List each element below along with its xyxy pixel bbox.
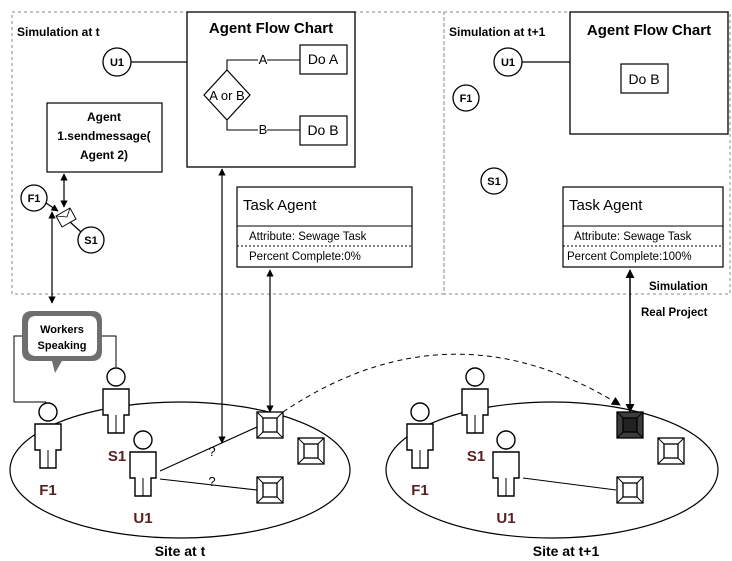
right-s1-label: S1 [487, 176, 500, 188]
right-task-percent: Percent Complete:100% [567, 251, 692, 263]
left-u1-person-label: U1 [133, 510, 152, 527]
left-flow-chart-title: Agent Flow Chart [209, 20, 333, 37]
envelope-icon [55, 207, 77, 228]
agent-box-line3: Agent 2) [80, 148, 128, 162]
branch-b-label: B [259, 122, 268, 137]
right-site-ellipse [385, 401, 719, 539]
do-b-label: Do B [307, 122, 338, 138]
left-s1-node [77, 226, 105, 254]
branch-a-label: A [259, 52, 268, 67]
left-task-icon-2 [297, 437, 325, 465]
right-site-caption: Site at t+1 [533, 543, 600, 559]
left-worker-u1 [129, 430, 157, 497]
left-s1-person-label: S1 [108, 448, 126, 465]
left-worker-s1 [102, 367, 130, 434]
right-f1-node [452, 84, 480, 112]
right-worker-u1 [492, 430, 520, 497]
right-worker-s1 [461, 367, 489, 434]
right-simulation-panel [443, 11, 731, 295]
do-b-box [299, 115, 348, 146]
left-task-attribute: Attribute: Sewage Task [249, 231, 367, 243]
decision-label: A or B [209, 88, 244, 103]
right-do-b-label: Do B [628, 71, 659, 87]
left-s1-label: S1 [84, 235, 97, 247]
right-u1-person-label: U1 [496, 510, 515, 527]
agent-box-line2: 1.sendmessage( [57, 129, 150, 143]
right-do-b-box [620, 63, 669, 94]
question-mark-upper: ? [208, 444, 215, 459]
left-f1-person-label: F1 [39, 482, 57, 499]
agent-message-box [46, 102, 163, 173]
right-task-attribute: Attribute: Sewage Task [574, 231, 692, 243]
left-u1-label: U1 [110, 57, 124, 69]
right-panel-title: Simulation at t+1 [449, 25, 546, 39]
right-u1-label: U1 [501, 57, 515, 69]
do-a-label: Do A [308, 51, 339, 67]
speech-line1: Workers [40, 324, 84, 336]
left-task-agent-title: Task Agent [243, 197, 317, 214]
right-task-agent-box [562, 186, 724, 268]
speech-line2: Speaking [38, 340, 87, 352]
right-f1-label: F1 [460, 93, 473, 105]
left-panel-title: Simulation at t [17, 25, 100, 39]
left-task-percent: Percent Complete:0% [249, 251, 361, 263]
transition-curve [282, 353, 621, 413]
question-mark-lower: ? [208, 474, 215, 489]
right-task-agent-title: Task Agent [569, 197, 643, 214]
speech-bubble [22, 311, 102, 373]
left-task-icon-3 [256, 476, 284, 504]
left-site-ellipse [9, 401, 351, 539]
do-a-box [299, 44, 348, 75]
right-task-icon-3 [616, 476, 644, 504]
agent-box-line1: Agent [87, 110, 121, 124]
right-s1-node [480, 167, 508, 195]
right-task-icon-done [616, 411, 644, 439]
left-f1-node [20, 184, 48, 212]
left-f1-label: F1 [28, 193, 41, 205]
left-site-caption: Site at t [155, 543, 206, 559]
right-task-icon-2 [657, 437, 685, 465]
right-s1-person-label: S1 [467, 448, 485, 465]
left-task-icon-1 [256, 411, 284, 439]
right-f1-person-label: F1 [411, 482, 429, 499]
simulation-label: Simulation [649, 281, 708, 293]
left-task-agent-box [236, 186, 413, 268]
right-worker-f1 [406, 402, 434, 469]
right-flow-chart-title: Agent Flow Chart [587, 22, 711, 39]
left-worker-f1 [34, 402, 62, 469]
real-project-label: Real Project [641, 307, 708, 319]
